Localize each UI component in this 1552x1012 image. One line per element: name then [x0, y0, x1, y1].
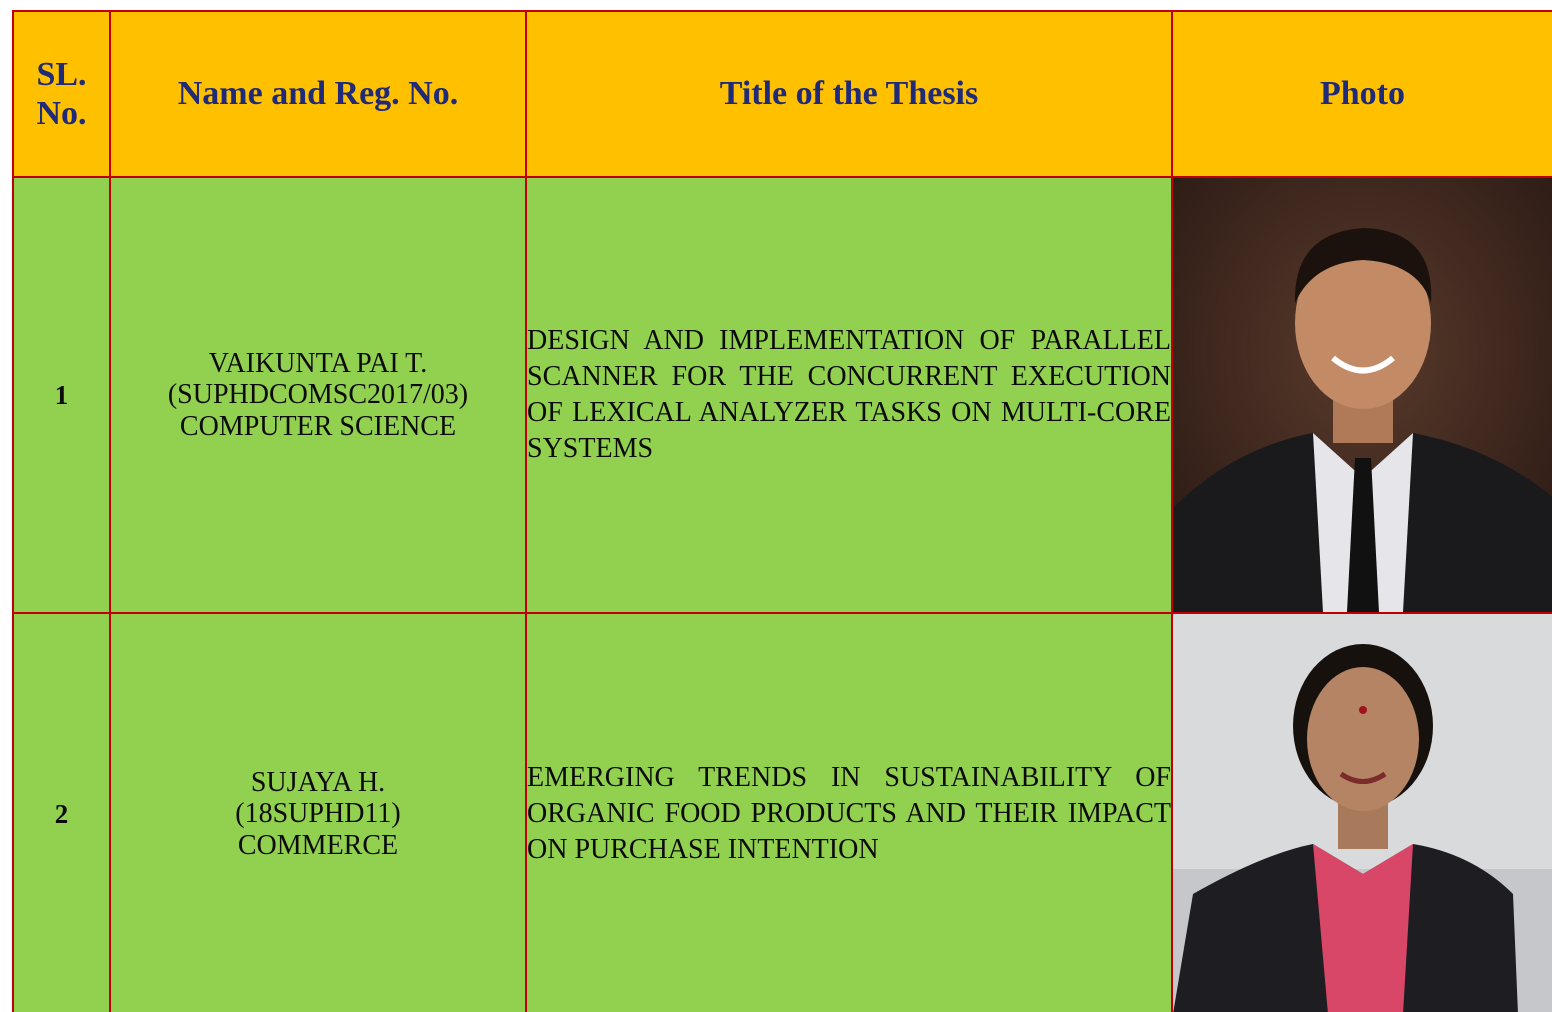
header-sl-line2: No.	[36, 95, 87, 132]
row-name-reg: SUJAYA H. (18SUPHD11) COMMERCE	[109, 612, 527, 1012]
thesis-title: EMERGING TRENDS IN SUSTAINABILITY OF ORG…	[525, 612, 1173, 1012]
scholar-name: VAIKUNTA PAI T.	[208, 347, 428, 379]
thesis-title: DESIGN AND IMPLEMENTATION OF PARALLEL SC…	[525, 176, 1173, 614]
header-sl-no: SL. No.	[12, 10, 111, 178]
header-thesis-title: Title of the Thesis	[525, 10, 1173, 178]
portrait-woman-image	[1173, 614, 1552, 1012]
department: COMPUTER SCIENCE	[179, 410, 457, 442]
scholar-photo	[1171, 176, 1552, 614]
scholar-name: SUJAYA H.	[250, 766, 386, 798]
portrait-man-image	[1173, 178, 1552, 612]
thesis-table: SL. No. Name and Reg. No. Title of the T…	[12, 10, 1552, 1012]
scholar-photo	[1171, 612, 1552, 1012]
header-photo: Photo	[1171, 10, 1552, 178]
registration-number: (18SUPHD11)	[235, 798, 401, 830]
department: COMMERCE	[237, 829, 399, 861]
header-row: SL. No. Name and Reg. No. Title of the T…	[12, 10, 1552, 178]
row-sl-no: 1	[12, 176, 111, 614]
header-name-reg: Name and Reg. No.	[109, 10, 527, 178]
row-name-reg: VAIKUNTA PAI T. (SUPHDCOMSC2017/03) COMP…	[109, 176, 527, 614]
table-row: 1 VAIKUNTA PAI T. (SUPHDCOMSC2017/03) CO…	[12, 176, 1552, 614]
header-sl-line1: SL.	[36, 55, 87, 93]
row-sl-no: 2	[12, 612, 111, 1012]
registration-number: (SUPHDCOMSC2017/03)	[167, 379, 469, 411]
table-row: 2 SUJAYA H. (18SUPHD11) COMMERCE EMERGIN…	[12, 612, 1552, 1012]
